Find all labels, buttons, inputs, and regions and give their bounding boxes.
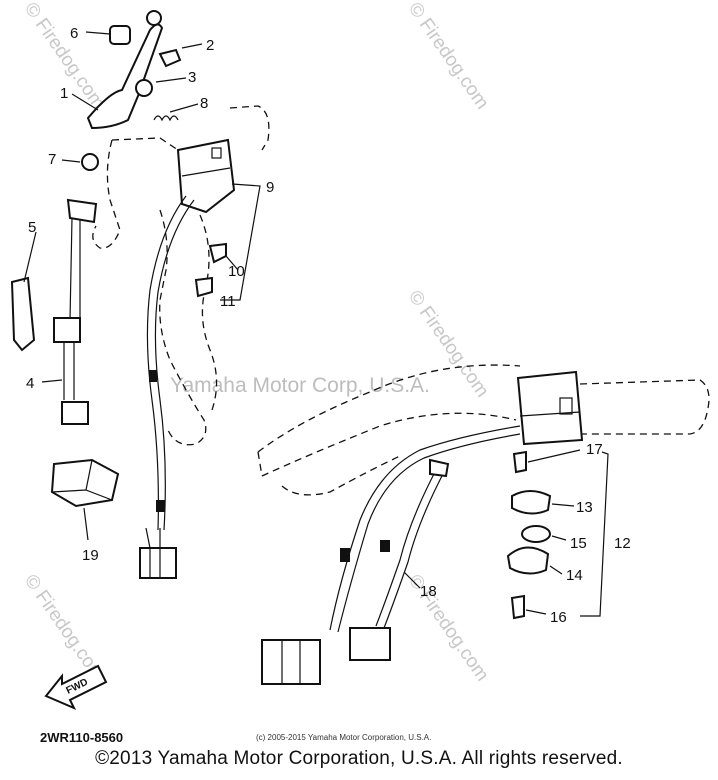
right-leader-lines <box>403 449 609 617</box>
nut-3-icon <box>135 79 153 97</box>
callout-3: 3 <box>188 69 196 86</box>
callout-12: 12 <box>614 535 631 552</box>
callout-15: 15 <box>570 535 587 552</box>
left-handlebar-assembly <box>10 10 270 579</box>
connector-18-icon <box>349 627 391 661</box>
footer-copyright: ©2013 Yamaha Motor Corporation, U.S.A. A… <box>95 748 623 769</box>
right-handlebar-assembly <box>257 364 710 685</box>
screw-10-icon <box>208 242 227 264</box>
throttle-cap-13-icon <box>511 490 552 515</box>
part-7-icon <box>81 153 99 171</box>
callout-19: 19 <box>82 547 99 564</box>
spring-8-icon <box>153 115 179 122</box>
switch-housing-right-icon <box>516 370 584 446</box>
callout-14: 14 <box>566 567 583 584</box>
callout-17: 17 <box>586 441 603 458</box>
callout-labels: 6 2 3 1 8 7 9 5 10 11 4 19 17 13 15 12 1… <box>26 25 631 626</box>
fwd-arrow: FWD <box>44 664 108 710</box>
connector-main-icon <box>261 639 321 685</box>
watermark-bottom-right: © Firedog.com <box>404 571 493 685</box>
diagram-code: 2WR110-8560 <box>40 730 123 745</box>
callout-4: 4 <box>26 375 34 392</box>
fwd-arrow-icon <box>44 664 108 710</box>
throttle-body-14-icon <box>506 546 550 575</box>
starter-switch-5-icon <box>66 198 98 224</box>
callout-5: 5 <box>28 219 36 236</box>
callout-16: 16 <box>550 609 567 626</box>
callout-6: 6 <box>70 25 78 42</box>
callout-8: 8 <box>200 95 208 112</box>
callout-11: 11 <box>220 293 236 310</box>
callout-9: 9 <box>266 179 274 196</box>
bolt-2-icon <box>158 48 182 68</box>
watermark-top-right: © Firedog.com <box>404 0 493 113</box>
callout-1: 1 <box>60 85 68 102</box>
washer-15-icon <box>521 525 551 543</box>
callout-7: 7 <box>48 151 56 168</box>
callout-10: 10 <box>228 263 245 280</box>
screw-16-icon <box>510 594 525 620</box>
connector-left-icon <box>139 547 177 579</box>
screw-11-icon <box>194 276 213 298</box>
bolt-6-icon <box>109 25 131 45</box>
callout-13: 13 <box>576 499 593 516</box>
wire-4-icon <box>53 317 81 343</box>
screw-17-icon <box>512 450 527 474</box>
diagram-small-copyright: (c) 2005-2015 Yamaha Motor Corporation, … <box>256 733 431 742</box>
switch-lever-5-icon <box>10 276 36 352</box>
callout-18: 18 <box>420 583 437 600</box>
callout-2: 2 <box>206 37 214 54</box>
left-leader-lines <box>23 31 261 541</box>
switch-housing-left-icon <box>176 138 236 214</box>
watermark-center: Yamaha Motor Corp, U.S.A. <box>170 374 430 397</box>
